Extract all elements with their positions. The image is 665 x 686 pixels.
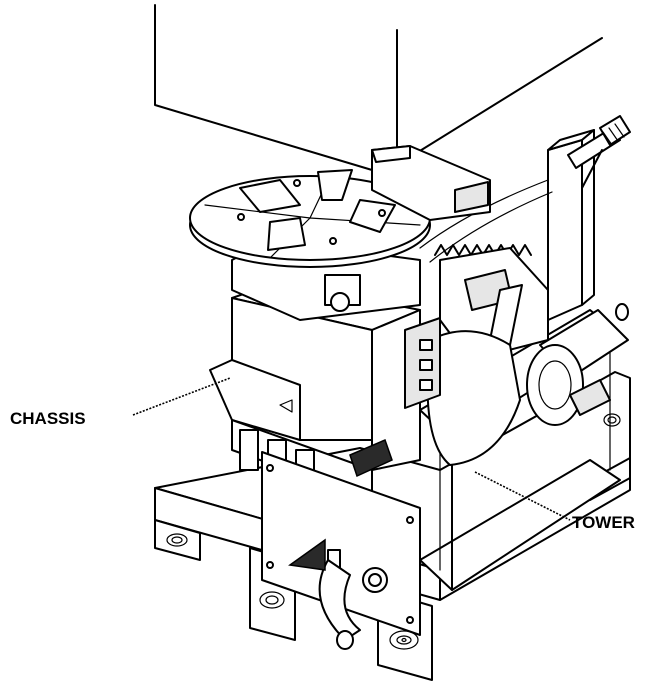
turntable	[189, 169, 431, 321]
control-box	[371, 145, 491, 221]
chassis-leader-line	[132, 377, 231, 416]
spiral-hose	[434, 244, 532, 256]
chassis-label: CHASSIS	[10, 409, 86, 428]
clamp-jaws	[239, 169, 396, 251]
arrow-marker-icon	[288, 538, 326, 571]
tower-label: TOWER	[572, 513, 635, 532]
tilting-arm	[419, 115, 631, 321]
carton-outline	[154, 4, 603, 171]
motor-cylinder	[526, 303, 629, 426]
tower-leader-line	[474, 471, 571, 521]
bead-breaker	[426, 247, 549, 466]
pedal-plate	[261, 451, 421, 650]
pallet-wood-grain	[166, 413, 621, 650]
